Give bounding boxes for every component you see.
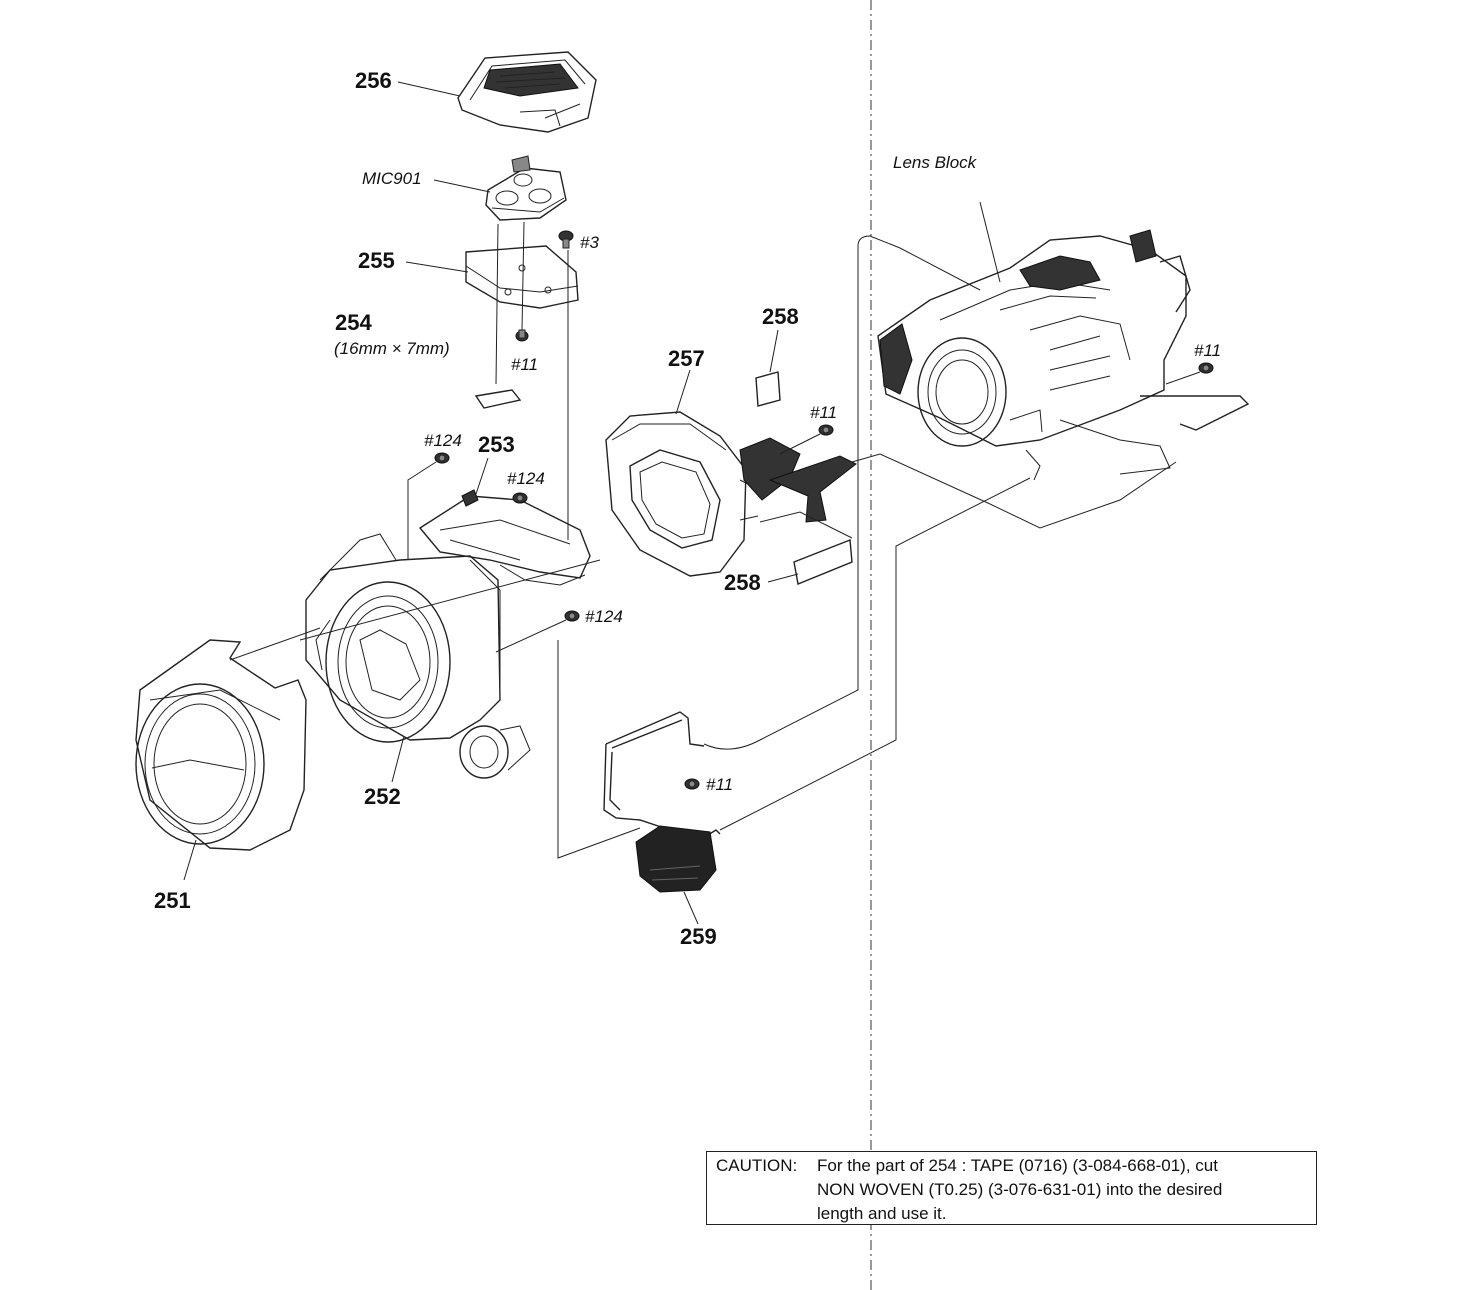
assembly-line-f: [229, 627, 321, 661]
assembly-line-d: [407, 461, 437, 560]
label-254: 254: [335, 310, 372, 335]
part-252-barrel-body: [305, 533, 531, 779]
leader-258-bottom: [767, 573, 799, 583]
label-255: 255: [358, 248, 395, 273]
leader-258-top: [769, 329, 779, 373]
part-259-cable-motor: [603, 711, 721, 893]
assembly-line-l: [851, 453, 1177, 529]
caution-line-2: NON WOVEN (T0.25) (3-076-631-01) into th…: [817, 1180, 1223, 1199]
label-lens-block: Lens Block: [893, 153, 978, 172]
caution-line-1: For the part of 254 : TAPE (0716) (3-084…: [817, 1156, 1218, 1175]
assembly-line-h: [779, 433, 821, 455]
label-258-bottom: 258: [724, 570, 761, 595]
assembly-line-m: [1165, 371, 1201, 385]
label-screw-11-c: #11: [706, 775, 733, 794]
assembly-line-k: [719, 477, 1031, 831]
leader-257: [675, 369, 691, 415]
leader-256: [397, 81, 461, 97]
label-screw-124-b: #124: [507, 469, 545, 488]
assembly-line-a: [495, 223, 499, 385]
screw-124-icon-a: [434, 452, 450, 464]
assembly-line-b: [521, 221, 525, 331]
lens-block-assembly: [877, 229, 1250, 481]
leader-255: [405, 261, 469, 273]
caution-heading: CAUTION:: [716, 1156, 798, 1175]
label-253: 253: [478, 432, 515, 457]
part-256-top-cover: [457, 51, 597, 133]
part-257-rear-frame: [605, 411, 761, 577]
label-259: 259: [680, 924, 717, 949]
leader-251: [183, 839, 197, 881]
assembly-line-g: [495, 619, 567, 653]
leader-252: [391, 735, 405, 783]
label-252: 252: [364, 784, 401, 809]
label-screw-11-d: #11: [1194, 341, 1221, 360]
label-mic901: MIC901: [362, 169, 422, 188]
part-251-front-ring: [135, 639, 307, 851]
label-screw-11-a: #11: [511, 355, 538, 374]
part-254-tape: [474, 389, 522, 409]
screw-124-icon-c: [564, 610, 580, 622]
leader-253: [475, 457, 489, 495]
caution-note: CAUTION: For the part of 254 : TAPE (071…: [706, 1151, 1317, 1225]
leader-lens-block: [979, 201, 1001, 283]
flex-cable-257: [739, 437, 857, 523]
leader-mic901: [433, 179, 491, 193]
assembly-line-i: [557, 640, 641, 859]
screw-3-icon: [558, 230, 574, 249]
label-screw-11-b: #11: [810, 403, 837, 422]
label-254-size: (16mm × 7mm): [334, 339, 450, 358]
label-screw-124-c: #124: [585, 607, 623, 626]
label-251: 251: [154, 888, 191, 913]
label-256: 256: [355, 68, 392, 93]
screw-11-icon-d: [1198, 362, 1214, 374]
screw-11-icon-a: [515, 329, 529, 342]
screw-124-icon-b: [512, 492, 528, 504]
part-253-shield-plate: [418, 489, 591, 586]
part-258-top-sheet: [755, 371, 781, 407]
part-255-bracket: [465, 245, 579, 309]
assembly-line-e: [299, 559, 601, 641]
label-screw-124-a: #124: [424, 431, 462, 450]
leader-259: [683, 891, 699, 925]
screw-11-icon-b: [818, 424, 834, 436]
part-258-bottom-sheet: [759, 511, 853, 585]
label-258-top: 258: [762, 304, 799, 329]
assembly-line-j: [703, 235, 981, 750]
label-screw-3: #3: [580, 233, 599, 252]
part-mic901-microphone: [485, 155, 567, 221]
label-257: 257: [668, 346, 705, 371]
screw-11-icon-c: [684, 778, 700, 790]
caution-line-3: length and use it.: [817, 1204, 947, 1223]
